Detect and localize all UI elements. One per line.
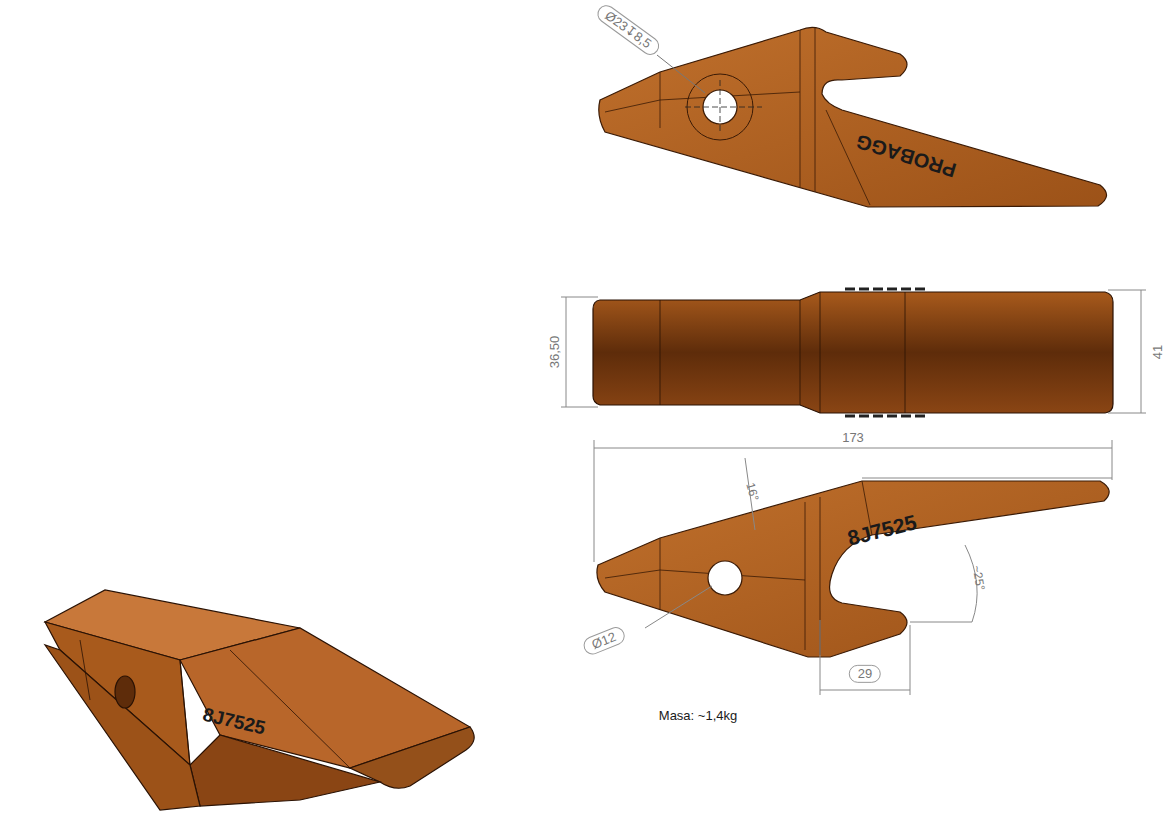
dimension: 173: [842, 431, 864, 445]
dimension: 41: [1151, 345, 1165, 359]
side-dimensions: [594, 440, 1112, 695]
front-dimensions: [561, 290, 1146, 413]
iso-view: [45, 590, 474, 810]
dimension: 29: [849, 665, 881, 683]
mass-note: Masa: ~1,4kg: [659, 709, 737, 723]
angle-dimension: ~25°: [969, 564, 986, 591]
hole-callout: Ø12: [581, 625, 627, 658]
side-view: [597, 481, 1109, 657]
hole-callout: Ø23↧8,5: [594, 2, 663, 59]
front-view: [593, 289, 1113, 416]
dimension: 36,50: [548, 336, 562, 369]
top-view: [599, 27, 1107, 207]
angle-dimension: 16°: [743, 482, 760, 503]
